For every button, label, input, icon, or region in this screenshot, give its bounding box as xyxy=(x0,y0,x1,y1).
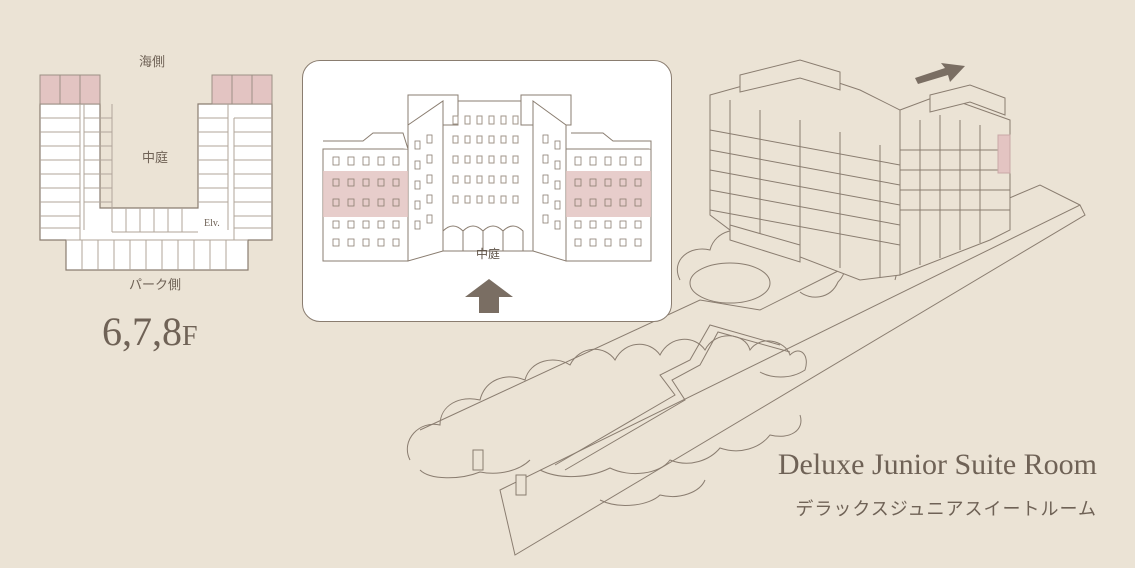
right-wing-rooms xyxy=(198,104,272,240)
highlight-rooms-left xyxy=(39,74,101,105)
highlight-rooms-3d xyxy=(997,134,1011,174)
floors-label: 6,7,8F xyxy=(102,308,198,355)
courtyard-inset-drawing xyxy=(322,94,652,313)
courtyard-label: 中庭 xyxy=(141,151,168,166)
highlight-rooms-right xyxy=(211,74,273,105)
inset-courtyard-label: 中庭 xyxy=(475,247,500,261)
bottom-rooms xyxy=(66,208,248,270)
elevator-label: Elv. xyxy=(204,218,220,229)
floor-plan: Elv. xyxy=(39,74,273,271)
sea-side-label: 海側 xyxy=(138,55,165,70)
floors-number: 6,7,8 xyxy=(102,309,182,354)
floors-suffix: F xyxy=(182,321,198,352)
room-name-english: Deluxe Junior Suite Room xyxy=(777,448,1097,481)
viewpoint-arrow xyxy=(465,279,513,313)
park-side-label: パーク側 xyxy=(128,278,181,293)
left-wing-rooms xyxy=(40,104,113,240)
building-3d xyxy=(406,59,1086,556)
room-name-japanese: デラックスジュニアスイートルーム xyxy=(795,499,1097,520)
direction-arrow xyxy=(915,63,965,84)
courtyard-inset-view xyxy=(302,60,672,322)
